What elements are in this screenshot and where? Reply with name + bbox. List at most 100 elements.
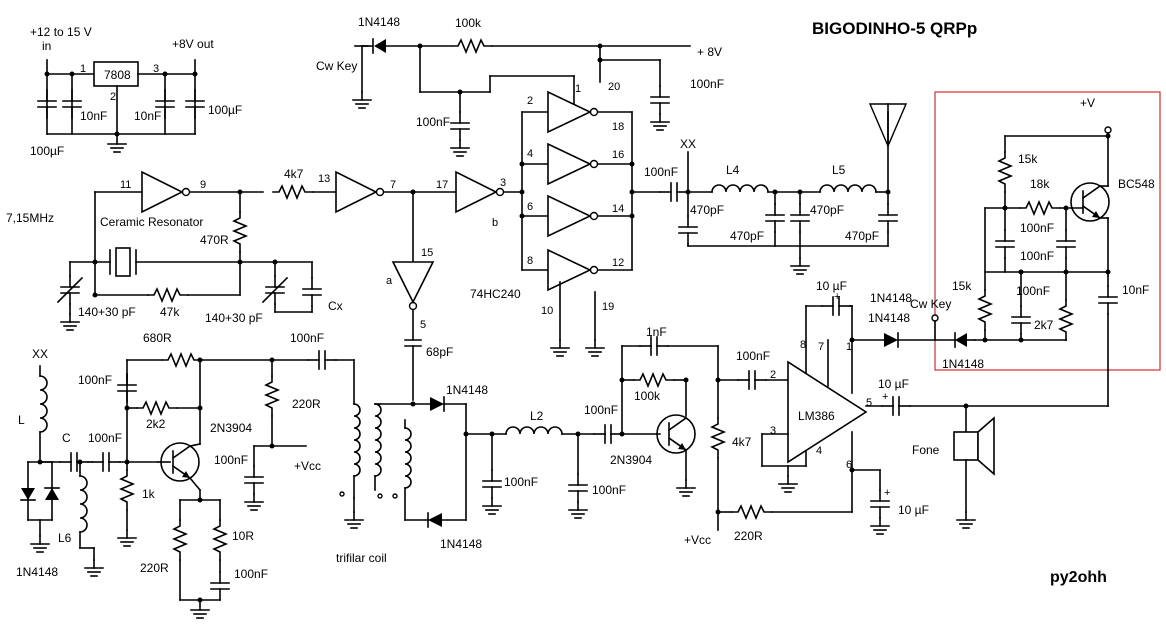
svg-text:1: 1: [575, 83, 581, 95]
svg-text:100nF: 100nF: [644, 165, 678, 179]
svg-text:100nF: 100nF: [592, 483, 626, 497]
key-diode: [374, 39, 386, 53]
svg-text:3: 3: [500, 177, 506, 189]
svg-text:3: 3: [770, 425, 776, 437]
svg-text:1: 1: [80, 63, 86, 75]
svg-text:100k: 100k: [455, 16, 482, 30]
svg-text:XX: XX: [680, 137, 696, 151]
svg-text:1N4148: 1N4148: [870, 291, 912, 305]
svg-text:18: 18: [612, 121, 624, 133]
svg-text:100nF: 100nF: [1020, 249, 1054, 263]
svg-text:2: 2: [110, 91, 116, 103]
svg-text:8: 8: [800, 339, 806, 351]
svg-text:100k: 100k: [634, 389, 661, 403]
svg-text:15k: 15k: [952, 279, 972, 293]
svg-text:1nF: 1nF: [646, 325, 667, 339]
svg-text:1k: 1k: [142, 487, 156, 501]
svg-text:680R: 680R: [143, 331, 172, 345]
q2-transistor: [656, 414, 696, 454]
svg-text:2: 2: [527, 95, 533, 107]
svg-text:BC548: BC548: [1118, 177, 1155, 191]
plus8v-label: + 8V: [697, 45, 722, 59]
svg-text:1N4148: 1N4148: [16, 565, 58, 579]
svg-text:4k7: 4k7: [732, 435, 752, 449]
svg-text:4: 4: [816, 445, 822, 457]
svg-text:8: 8: [527, 255, 533, 267]
svg-text:13: 13: [318, 173, 330, 185]
regulator-chip-label: 7808: [104, 68, 131, 82]
lm386-chip: [787, 360, 868, 464]
svg-text:1N4148: 1N4148: [358, 15, 400, 29]
svg-text:10 µF: 10 µF: [898, 503, 929, 517]
svg-text:1N4148: 1N4148: [868, 311, 910, 325]
svg-text:+: +: [882, 391, 888, 403]
svg-text:10 µF: 10 µF: [878, 377, 909, 391]
svg-text:4k7: 4k7: [284, 167, 304, 181]
svg-text:100nF: 100nF: [736, 349, 770, 363]
bc548-transistor: [1070, 182, 1110, 222]
svg-text:100nF: 100nF: [690, 77, 724, 91]
svg-text:100nF: 100nF: [504, 475, 538, 489]
resonator-label: Ceramic Resonator: [100, 215, 203, 229]
lowpass-filter: L4 L5 470pF 470pF 470pF 470pF: [678, 103, 908, 275]
rx-front-end: XX L C 100nF 1N4148 L6 1k: [16, 331, 355, 619]
svg-text:7: 7: [818, 341, 824, 353]
svg-text:100nF: 100nF: [1016, 284, 1050, 298]
svg-text:100nF: 100nF: [88, 431, 122, 445]
svg-text:100nF: 100nF: [78, 373, 112, 387]
svg-text:470pF: 470pF: [730, 229, 764, 243]
svg-text:100µF: 100µF: [30, 144, 64, 158]
svg-text:100nF: 100nF: [290, 331, 324, 345]
headphone-icon: [953, 431, 979, 461]
osc-inverter: [141, 170, 184, 214]
svg-text:2N3904: 2N3904: [210, 421, 252, 435]
svg-text:470pF: 470pF: [810, 203, 844, 217]
svg-text:L5: L5: [832, 163, 846, 177]
svg-text:9: 9: [200, 179, 206, 191]
svg-text:2: 2: [770, 369, 776, 381]
svg-text:470pF: 470pF: [690, 203, 724, 217]
sidetone-oscillator: +V 15k 18k BC548 100nF 100nF 15k: [910, 91, 1161, 407]
svg-text:220R: 220R: [140, 561, 169, 575]
svg-text:100nF: 100nF: [584, 403, 618, 417]
regulator-chip: [93, 61, 139, 87]
svg-text:47k: 47k: [160, 305, 180, 319]
svg-text:14: 14: [612, 203, 624, 215]
svg-text:+Vcc: +Vcc: [684, 533, 711, 547]
svg-text:12: 12: [612, 257, 624, 269]
input-voltage-label: +12 to 15 V: [30, 25, 92, 39]
svg-text:20: 20: [608, 81, 620, 93]
svg-text:220R: 220R: [734, 529, 763, 543]
svg-text:140+30 pF: 140+30 pF: [78, 305, 136, 319]
svg-text:10nF: 10nF: [80, 109, 107, 123]
svg-text:L6: L6: [58, 531, 72, 545]
lm386-amplifier: LM386 8 7 1 2 3 4 5 6 10 µF + 1N4148: [761, 279, 1109, 535]
svg-text:6: 6: [527, 201, 533, 213]
svg-text:2N3904: 2N3904: [610, 453, 652, 467]
svg-text:100nF: 100nF: [214, 453, 248, 467]
svg-text:100µF: 100µF: [208, 103, 242, 117]
cw-key-terminal: [931, 314, 939, 322]
buffer-chain: 4k7 13 7 17 3 b 15 a 5 68pF: [272, 167, 523, 401]
svg-text:L4: L4: [726, 163, 740, 177]
input-sub-label: in: [42, 39, 51, 53]
svg-text:140+30 pF: 140+30 pF: [205, 311, 263, 325]
driver-chip-label: 74HC240: [470, 287, 521, 301]
oscillator: 7,15MHz Ceramic Resonator 11 9 470R 47k …: [6, 170, 343, 331]
svg-text:10nF: 10nF: [1122, 283, 1149, 297]
svg-text:470R: 470R: [200, 233, 229, 247]
svg-text:11: 11: [120, 179, 131, 191]
svg-text:b: b: [492, 217, 498, 229]
svg-text:7: 7: [390, 179, 396, 191]
svg-text:L2: L2: [530, 409, 544, 423]
svg-text:100nF: 100nF: [1020, 221, 1054, 235]
svg-text:6: 6: [846, 459, 852, 471]
svg-text:+: +: [884, 487, 890, 499]
svg-text:2k2: 2k2: [146, 417, 166, 431]
svg-text:19: 19: [602, 301, 614, 313]
svg-text:15k: 15k: [1018, 152, 1038, 166]
svg-text:5: 5: [866, 397, 872, 409]
svg-text:+V: +V: [1080, 96, 1095, 110]
svg-text:10R: 10R: [232, 529, 254, 543]
buffer-inverter-3: [391, 261, 435, 304]
